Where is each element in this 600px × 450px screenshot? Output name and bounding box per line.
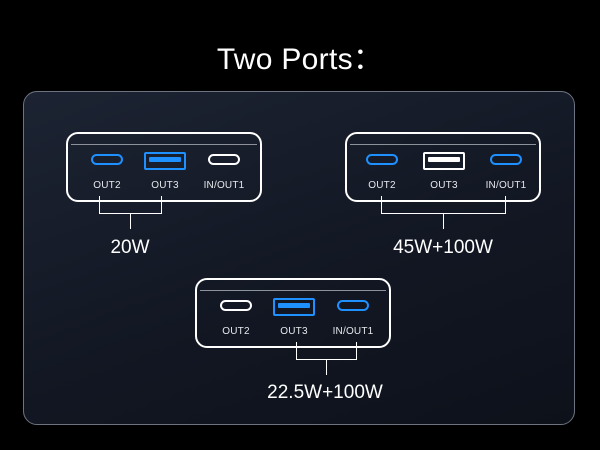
port-label: OUT2 [93,180,121,191]
port-label: IN/OUT1 [485,180,527,191]
usb-a-port-icon [423,152,465,170]
connector-line [161,196,162,214]
connector-line [443,213,444,229]
content-panel [23,91,575,425]
usb-c-port-icon [366,154,398,165]
connector-line [99,196,100,214]
power-bank-config-1: OUT2 OUT3 IN/OUT1 [66,132,262,202]
usb-c-port-icon [490,154,522,165]
connector-line [296,342,297,360]
port-label: OUT2 [222,326,250,337]
usb-c-port-icon [337,300,369,311]
power-bank-config-2: OUT2 OUT3 IN/OUT1 [345,132,541,202]
port-label: OUT2 [368,180,396,191]
port-label: OUT3 [430,180,458,191]
output-wattage: 20W [110,237,150,258]
usb-c-port-icon [91,154,123,165]
power-bank-config-3: OUT2 OUT3 IN/OUT1 [195,278,391,348]
usb-c-port-icon [220,300,252,311]
connector-line [505,196,506,214]
connector-line [326,359,327,375]
usb-a-port-icon [273,298,315,316]
output-wattage: 45W+100W [393,237,493,258]
connector-line [381,196,382,214]
port-label: IN/OUT1 [332,326,374,337]
port-label: IN/OUT1 [203,180,245,191]
connector-line [356,342,357,360]
output-wattage: 22.5W+100W [267,382,383,403]
port-label: OUT3 [280,326,308,337]
connector-line [130,213,131,229]
usb-c-port-icon [208,154,240,165]
usb-a-port-icon [144,152,186,170]
page-title: Two Ports： [216,43,384,76]
port-label: OUT3 [151,180,179,191]
